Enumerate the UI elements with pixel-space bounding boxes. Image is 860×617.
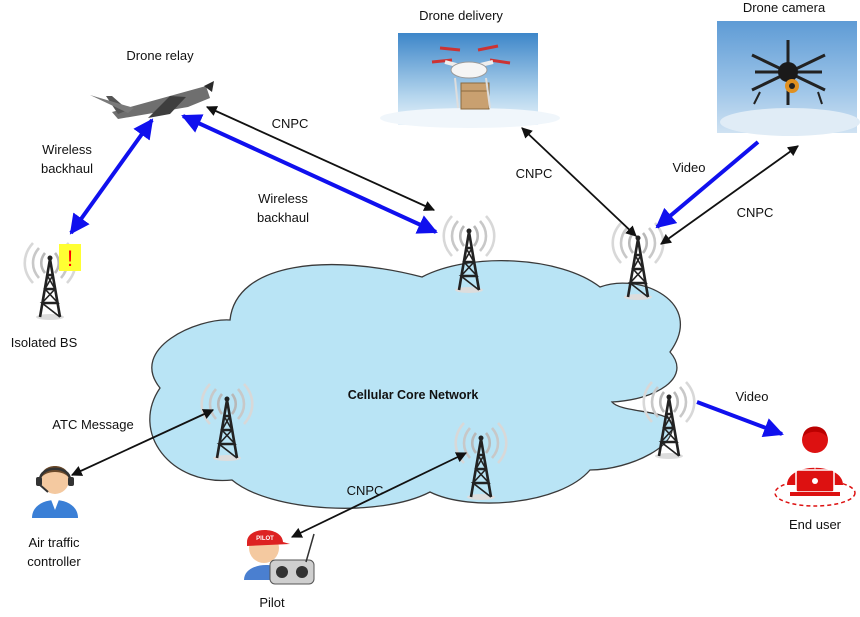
cnpc-delivery-link bbox=[521, 127, 637, 237]
end-user-label: End user bbox=[789, 517, 842, 532]
cnpc-relay-label: CNPC bbox=[272, 116, 309, 131]
video-camera-label: Video bbox=[672, 160, 705, 175]
pilot-icon: PILOT bbox=[244, 530, 315, 585]
cnpc-pilot-link bbox=[291, 452, 467, 538]
atc-label-2: controller bbox=[27, 554, 81, 569]
drone-relay-label: Drone relay bbox=[126, 48, 194, 63]
cnpc-camera-link bbox=[660, 145, 799, 245]
core-network-cloud bbox=[149, 260, 681, 509]
wireless-backhaul-mid-label-1: Wireless bbox=[258, 191, 308, 206]
isolated-bs-label: Isolated BS bbox=[11, 335, 78, 350]
wireless-backhaul-left-link bbox=[69, 118, 154, 235]
air-traffic-controller-icon bbox=[32, 466, 78, 518]
end-user-icon bbox=[774, 426, 856, 507]
svg-text:!: ! bbox=[67, 246, 73, 271]
svg-text:PILOT: PILOT bbox=[256, 536, 274, 542]
video-end-user-link bbox=[696, 400, 784, 438]
wireless-backhaul-left-label-2: backhaul bbox=[41, 161, 93, 176]
cnpc-pilot-label: CNPC bbox=[347, 483, 384, 498]
wireless-backhaul-mid-link bbox=[181, 114, 438, 234]
pilot-label: Pilot bbox=[259, 595, 285, 610]
drone-relay-plane-icon bbox=[90, 81, 214, 119]
drone-delivery-label: Drone delivery bbox=[419, 8, 503, 23]
wireless-backhaul-left-label-1: Wireless bbox=[42, 142, 92, 157]
cnpc-delivery-label: CNPC bbox=[516, 166, 553, 181]
atc-message-label: ATC Message bbox=[52, 417, 133, 432]
video-end-label: Video bbox=[735, 389, 768, 404]
camera-drone-photo bbox=[717, 21, 860, 136]
delivery-drone-photo bbox=[380, 33, 560, 128]
warning-icon: ! bbox=[59, 244, 81, 271]
wireless-backhaul-mid-label-2: backhaul bbox=[257, 210, 309, 225]
atc-message-link bbox=[71, 409, 214, 476]
core-network-label: Cellular Core Network bbox=[348, 388, 479, 402]
cnpc-camera-label: CNPC bbox=[737, 205, 774, 220]
cnpc-relay-link bbox=[206, 106, 435, 211]
drone-camera-label: Drone camera bbox=[743, 0, 826, 15]
atc-label-1: Air traffic bbox=[28, 535, 80, 550]
